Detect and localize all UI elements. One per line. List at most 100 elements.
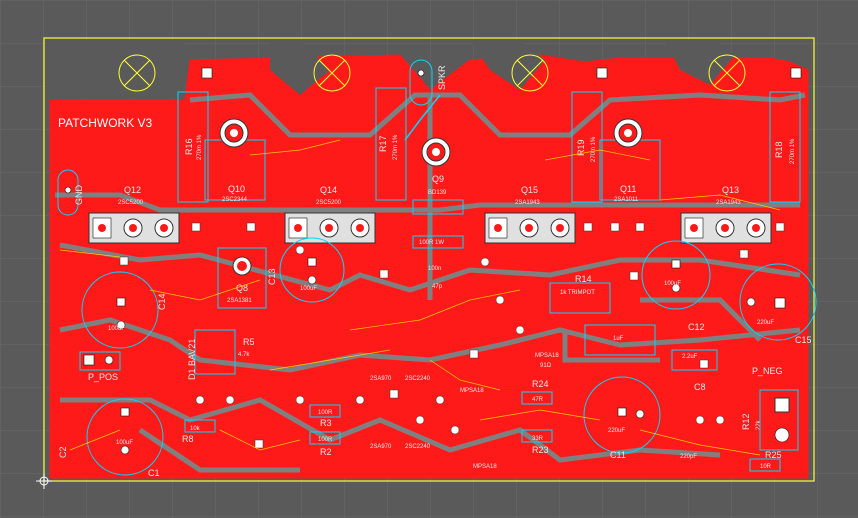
- q11-part: 2SA1011: [614, 197, 639, 203]
- r17-label: R17: [378, 135, 388, 152]
- c13-value: 100uF: [300, 286, 317, 292]
- c14-value: 100uF: [108, 326, 125, 332]
- c8-label: C8: [694, 382, 706, 392]
- q14-part: 2SC5200: [316, 200, 342, 206]
- r14-label: R14: [575, 274, 592, 284]
- r-100r-1w-value: 100R 1W: [419, 240, 444, 246]
- top-pads[interactable]: [201, 67, 802, 79]
- spkr-label: SPKR: [437, 65, 447, 90]
- origin-marker: [36, 473, 52, 489]
- r23-value: 33R: [532, 436, 544, 442]
- r12-label: R12: [741, 413, 751, 430]
- q13-part: 2SA1943: [716, 200, 741, 206]
- gnd-connector[interactable]: GND: [57, 169, 84, 216]
- r24-label: R24: [532, 379, 549, 389]
- r12-value: 22k: [756, 419, 762, 430]
- q1-part: MPSA18: [460, 388, 484, 394]
- r25-value: 10R: [760, 464, 772, 470]
- spkr-connector[interactable]: SPKR: [409, 59, 447, 106]
- q4-part: 2SA970: [370, 376, 392, 382]
- r16-value: 270m 1%: [197, 134, 203, 160]
- q15-label: Q15: [521, 185, 538, 195]
- r19-label: R19: [576, 139, 586, 156]
- r23-label: R23: [532, 445, 549, 455]
- c15-value: 220uF: [757, 320, 774, 326]
- q14-label: Q14: [320, 185, 337, 195]
- driver-q11[interactable]: Q11 2SA1011: [599, 118, 661, 203]
- p-neg-connector[interactable]: P_NEG: [752, 366, 799, 451]
- driver-q10[interactable]: Q10 2SC2344: [204, 118, 266, 203]
- q13-pads: [680, 212, 772, 244]
- c13-label: C13: [267, 268, 277, 285]
- c11-value: 220uF: [608, 428, 625, 434]
- q6-part: 2SC2240: [405, 444, 431, 450]
- electrolytic-caps[interactable]: 100uF C14 100uF C13 100uF C12 220uF C15: [81, 237, 817, 478]
- r2-value: 100R: [318, 437, 333, 443]
- q11-label: Q11: [620, 184, 636, 194]
- c14-cap: 100uF C14: [81, 271, 167, 349]
- c12-label: C12: [688, 322, 705, 332]
- c2-label: C2: [58, 446, 68, 458]
- r3-label: R3: [320, 418, 332, 428]
- r19-value: 270m 1%: [591, 136, 597, 162]
- q5-part: 2SA970: [370, 444, 392, 450]
- gnd-label: GND: [74, 185, 84, 206]
- r3-value: 100R: [318, 410, 333, 416]
- misc-pads[interactable]: [119, 222, 785, 449]
- q12-pads: [88, 212, 180, 244]
- q3-part: 2SC2240: [405, 376, 431, 382]
- board-title: PATCHWORK V3: [58, 116, 153, 130]
- driver-q9[interactable]: Q9 BD139: [412, 137, 464, 215]
- p-pos-connector[interactable]: P_POS: [79, 351, 121, 382]
- c15-label: C15: [795, 335, 812, 345]
- power-resistors[interactable]: R16 270m 1% R17 270m 1% R19 270m 1% R18 …: [177, 87, 801, 203]
- c12-cap: 100uF C12: [641, 240, 711, 332]
- ratsnest-lines: [59, 139, 781, 456]
- c15-cap: 220uF C15: [739, 263, 817, 345]
- r14-trimpot[interactable]: R14 1k TRIMPOT 1uF: [549, 274, 656, 356]
- r17-value: 270m 1%: [393, 134, 399, 160]
- q10-part: 2SC2344: [222, 197, 248, 203]
- board-void-2: [470, 40, 545, 90]
- q13-label: Q13: [722, 185, 739, 195]
- r-91-value: 91Ω: [540, 363, 552, 369]
- board-void-1: [270, 40, 330, 95]
- small-components[interactable]: 100R 1W 100n 47p MPSA18 91Ω D1 BAV21 R5 …: [58, 235, 782, 472]
- q12-part: 2SC5200: [118, 200, 144, 206]
- p-neg-label: P_NEG: [752, 366, 783, 376]
- d1-label: D1 BAV21: [187, 339, 197, 380]
- board-void-3: [665, 40, 735, 85]
- r5-label: R5: [243, 337, 255, 347]
- c-100n-value: 100n: [428, 266, 441, 272]
- q8-transistor[interactable]: Q8 2SA1381: [217, 247, 267, 309]
- p-pos-label: P_POS: [88, 372, 118, 382]
- c12-value: 100uF: [664, 281, 681, 287]
- r14-value: 1k TRIMPOT: [560, 290, 595, 296]
- c1-label: C1: [148, 468, 160, 478]
- c8-value: 220pF: [680, 454, 697, 460]
- q12-label: Q12: [124, 185, 141, 195]
- board-outline: [43, 37, 815, 482]
- c11-cap: 220uF C11: [583, 376, 661, 460]
- r5-value: 4.7k: [238, 352, 250, 358]
- mpsa18-label: MPSA18: [535, 353, 559, 359]
- q9-part: BD139: [428, 190, 447, 196]
- r2-label: R2: [320, 447, 332, 457]
- r16-label: R16: [184, 138, 194, 155]
- r18-outline[interactable]: [769, 91, 801, 203]
- q15-part: 2SA1943: [515, 200, 540, 206]
- r17-outline[interactable]: [375, 87, 407, 201]
- output-transistor-pads[interactable]: [88, 212, 772, 244]
- board-void-top-left: [46, 40, 185, 98]
- r18-value: 270m 1%: [790, 138, 796, 164]
- q8-part: 2SA1381: [227, 298, 252, 304]
- r16-outline[interactable]: [177, 91, 209, 203]
- q8-label: Q8: [236, 283, 248, 293]
- r8-value: 10k: [190, 426, 201, 432]
- c1-value: 100uF: [116, 440, 133, 446]
- c1-cap: 100uF C1: [86, 398, 164, 478]
- c-47p-value: 47p: [432, 284, 443, 290]
- r19-outline[interactable]: [571, 91, 603, 203]
